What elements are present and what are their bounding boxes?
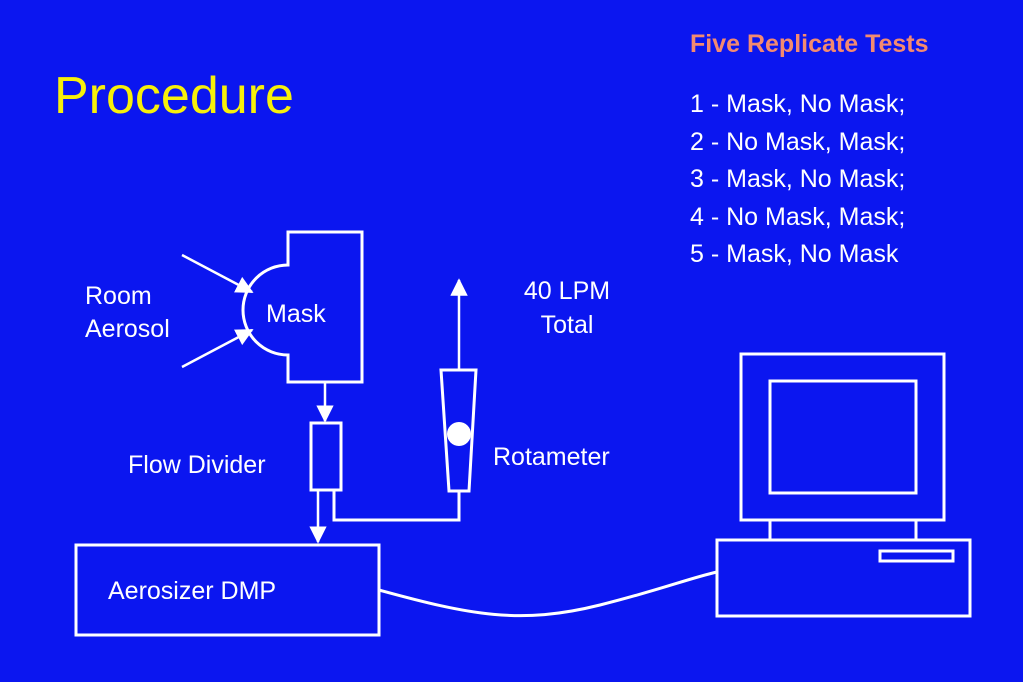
mask-label: Mask <box>266 300 326 328</box>
tests-list: 1 - Mask, No Mask; 2 - No Mask, Mask; 3 … <box>690 86 905 274</box>
flow-divider-label: Flow Divider <box>128 451 266 479</box>
disk-drive <box>878 549 955 563</box>
tests-heading: Five Replicate Tests <box>690 30 929 58</box>
divider-to-rotameter-line <box>332 490 461 522</box>
tests-list-item: 2 - No Mask, Mask; <box>690 127 906 156</box>
mask-opening <box>242 264 289 356</box>
slide-title: Procedure <box>54 67 294 125</box>
rotameter-label: Rotameter <box>493 443 610 471</box>
room-aerosol-label: Room Aerosol <box>85 280 170 346</box>
room-aerosol-arrow-upper <box>181 253 254 294</box>
aerosizer-label: Aerosizer DMP <box>108 577 277 605</box>
rotameter <box>439 368 478 493</box>
tests-list-item: 1 - Mask, No Mask; <box>690 90 906 118</box>
computer-case <box>715 538 972 618</box>
flow-rate-line: 40 LPM <box>523 277 611 305</box>
monitor-screen <box>768 379 918 495</box>
room-aerosol-line: Room <box>85 282 152 310</box>
flow-rate-label: 40 LPM Total <box>508 274 626 342</box>
monitor-outer <box>739 352 946 522</box>
tests-list-item: 5 - Mask, No Mask <box>690 240 899 268</box>
flow-rate-line: Total <box>540 311 594 339</box>
room-aerosol-line: Aerosol <box>85 315 170 343</box>
tests-list-item: 3 - Mask, No Mask; <box>690 165 906 193</box>
rotameter-float <box>447 422 471 446</box>
data-cable <box>378 570 718 618</box>
room-aerosol-arrow-lower <box>181 328 254 369</box>
flow-divider <box>309 421 343 492</box>
tests-list-item: 4 - No Mask, Mask; <box>690 202 906 231</box>
